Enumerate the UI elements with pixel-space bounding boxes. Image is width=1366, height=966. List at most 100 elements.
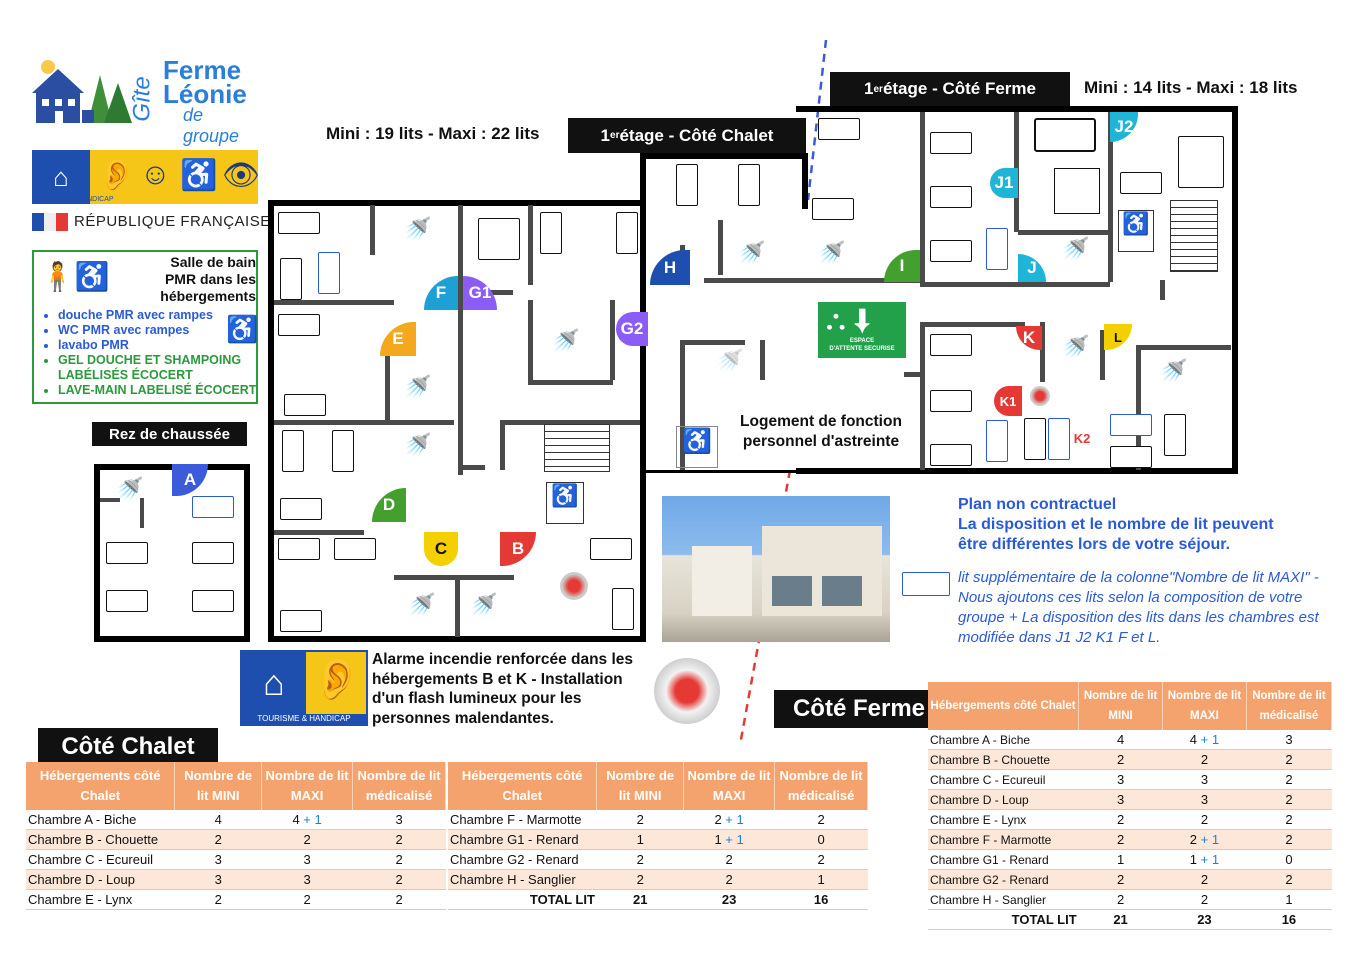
lit-mini: 2 (174, 829, 262, 850)
room-name: Chambre F - Marmotte (928, 829, 1079, 850)
republique-francaise: RÉPUBLIQUE FRANÇAISE (74, 213, 271, 230)
room-name: Chambre B - Chouette (26, 829, 175, 850)
room-name: Chambre G2 - Renard (928, 869, 1079, 890)
eye-icon: 👁 (222, 159, 261, 192)
table-header: Nombre de lit MAXI (1162, 682, 1247, 730)
bed-icon (738, 164, 760, 206)
lit-mini: 4 (174, 810, 262, 830)
chalet-table-right: Hébergements côté Chalet Nombre de lit M… (448, 762, 868, 910)
stairs-icon (544, 424, 610, 472)
medical-bed-extra (986, 228, 1008, 270)
lit-medicalise: 2 (774, 810, 868, 830)
room-name: Chambre D - Loup (928, 789, 1079, 810)
pmr-item: douche PMR avec rampes (58, 308, 258, 323)
logo-line1: Ferme (163, 55, 242, 85)
total-label: TOTAL LIT (928, 909, 1079, 930)
shower-icon: 🚿 (552, 328, 580, 353)
extra-bed-count: + 1 (299, 812, 322, 827)
bed-icon (278, 314, 320, 336)
room-name: Chambre C - Ecureuil (26, 849, 175, 870)
bed-icon (818, 118, 860, 140)
room-name: Chambre G2 - Renard (448, 849, 597, 870)
pmr-people-icon: 🧍♿ (40, 261, 110, 292)
bed-icon (1178, 136, 1224, 188)
stairs-icon (1170, 200, 1218, 272)
medical-bed-extra (1048, 418, 1070, 460)
extra-bed-count: + 1 (721, 812, 744, 827)
table-header: Hébergements côté Chalet (448, 762, 598, 810)
room-g2-marker: G2 (616, 312, 648, 346)
lit-maxi: 3 (1162, 769, 1247, 790)
lit-maxi: 2 (683, 869, 775, 890)
lit-medicalise: 2 (1246, 789, 1332, 810)
elevator-wheelchair-icon: ♿ (546, 482, 584, 524)
table-header: Nombre de lit médicalisé (352, 762, 446, 810)
lit-maxi: 2 + 1 (683, 810, 775, 830)
lit-mini: 2 (1078, 749, 1163, 770)
lit-mini: 2 (1078, 889, 1163, 910)
medical-bed-extra (192, 496, 234, 518)
lit-medicalise: 2 (352, 869, 446, 890)
bed-icon (280, 498, 322, 520)
flag-icon (32, 213, 68, 231)
shower-icon: 🚿 (116, 476, 144, 501)
bed-icon (106, 542, 148, 564)
bed-icon (676, 164, 698, 206)
exit-arrow-icon: ⛬ ⬇ (826, 304, 871, 335)
lit-mini: 2 (1078, 869, 1163, 890)
lit-maxi: 2 (1162, 749, 1247, 770)
lit-medicalise: 2 (352, 849, 446, 870)
lit-medicalise: 2 (1246, 769, 1332, 790)
lit-mini: 1 (1078, 849, 1163, 870)
total-mini: 21 (1078, 909, 1163, 930)
lit-maxi: 1 + 1 (683, 829, 775, 850)
lit-maxi: 3 (1162, 789, 1247, 810)
shower-icon: 🚿 (818, 240, 846, 265)
lit-maxi: 3 (261, 849, 353, 870)
bed-icon (612, 588, 634, 630)
bed-icon (930, 186, 972, 208)
th-logo-alarm: ⌂ 👂 TOURISME & HANDICAP (240, 650, 368, 726)
lit-medicalise: 2 (352, 829, 446, 850)
bed-icon (106, 590, 148, 612)
lit-mini: 2 (596, 869, 684, 890)
shower-icon: 🚿 (1062, 334, 1090, 359)
plan-note-line3: être différentes lors de votre séjour. (958, 536, 1231, 553)
lit-maxi: 2 (261, 889, 353, 910)
pmr-item: lavabo PMR (58, 338, 258, 353)
room-name: Chambre G1 - Renard (928, 849, 1079, 870)
total-med: 16 (774, 889, 868, 910)
bed-icon (930, 132, 972, 154)
lit-medicalise: 3 (352, 810, 446, 830)
room-name: Chambre B - Chouette (928, 749, 1079, 770)
bed-icon (1164, 414, 1186, 456)
bed-icon (192, 590, 234, 612)
lit-maxi: 2 + 1 (1162, 829, 1247, 850)
logo-line3: de groupe (183, 105, 240, 146)
room-name: Chambre C - Ecureuil (928, 769, 1079, 790)
lit-medicalise: 0 (774, 829, 868, 850)
cote-chalet-title: Côté Chalet (38, 728, 218, 766)
lit-mini: 1 (596, 829, 684, 850)
alarm-light-icon (560, 572, 588, 600)
lit-maxi: 2 (1162, 889, 1247, 910)
lit-mini: 3 (1078, 789, 1163, 810)
medical-bed-extra-legend (902, 572, 950, 596)
table-header: Nombre de lit MINI (1078, 682, 1163, 730)
th-caption: TOURISME & HANDICAP (32, 196, 114, 203)
chalet-table-left: Hébergements côté Chalet Nombre de lit M… (26, 762, 446, 910)
bed-icon (1024, 418, 1046, 460)
bed-icon (278, 538, 320, 560)
exit-sign-line1: ESPACE (849, 338, 875, 344)
shower-icon: 🚿 (404, 374, 432, 399)
gite-logo: Gîte Ferme Léonie de groupe (28, 55, 263, 146)
room-c-marker: C (424, 532, 458, 566)
plan-note-line1: Plan non contractuel (958, 496, 1117, 513)
